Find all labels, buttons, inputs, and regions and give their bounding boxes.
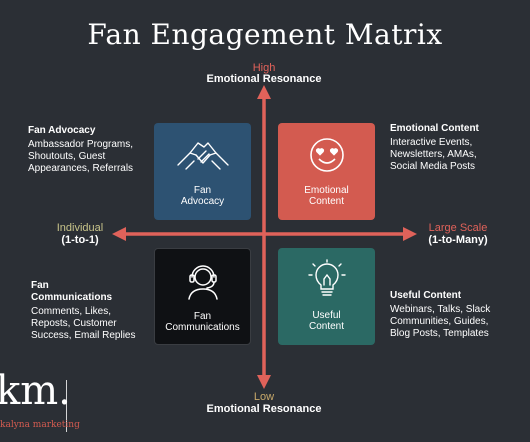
logo-mark: km. <box>0 368 71 414</box>
page-title: Fan Engagement Matrix <box>87 18 443 51</box>
list-item: Communities, Guides, <box>390 316 489 327</box>
fan-advocacy-description: Fan Advocacy Ambassador Programs, Shouto… <box>28 125 158 175</box>
list-item: Interactive Events, <box>390 137 473 148</box>
list-item: Social Media Posts <box>390 161 476 172</box>
emotional-content-box-label: Emotional Content <box>304 185 349 207</box>
axis-top-sublabel: Emotional Resonance <box>206 73 322 85</box>
fan-communications-box-label: Fan Communications <box>165 311 240 333</box>
fan-communications-box: Fan Communications <box>154 248 251 345</box>
axis-right-label: Large Scale <box>428 222 488 234</box>
logo-subtitle: kalyna marketing <box>0 420 80 430</box>
useful-content-heading: Useful Content <box>390 290 462 301</box>
fan-advocacy-heading: Fan Advocacy <box>28 125 96 136</box>
list-item: Newsletters, AMAs, <box>390 149 477 160</box>
axis-bottom-sublabel: Emotional Resonance <box>206 403 322 415</box>
logo-divider <box>66 380 67 432</box>
headset-agent-icon <box>183 259 223 303</box>
list-item: Success, Email Replies <box>31 330 136 341</box>
axis-top-label: High <box>252 62 276 74</box>
fan-advocacy-box: Fan Advocacy <box>154 123 251 220</box>
axis-left-label: Individual <box>56 222 104 234</box>
useful-content-box-label: Useful Content <box>308 310 345 332</box>
axis-right-sublabel: (1-to-Many) <box>428 234 488 246</box>
lightbulb-icon <box>307 258 347 302</box>
list-item: Blog Posts, Templates <box>390 328 489 339</box>
useful-content-description: Useful Content Webinars, Talks, Slack Co… <box>390 290 525 340</box>
fan-communications-heading: Fan Communications <box>31 280 113 303</box>
emotional-content-heading: Emotional Content <box>390 123 479 134</box>
list-item: Shoutouts, Guest <box>28 151 106 162</box>
axis-bottom-label: Low <box>253 391 275 403</box>
axis-left-sublabel: (1-to-1) <box>61 234 99 246</box>
list-item: Comments, Likes, <box>31 306 112 317</box>
list-item: Ambassador Programs, <box>28 139 134 150</box>
brand-logo: km. kalyna marketing <box>0 368 80 442</box>
useful-content-box: Useful Content <box>278 248 375 345</box>
list-item: Reposts, Customer <box>31 318 117 329</box>
emotional-content-box: Emotional Content <box>278 123 375 220</box>
handshake-icon <box>176 133 230 177</box>
fan-advocacy-box-label: Fan Advocacy <box>180 185 225 207</box>
heart-eyes-emoji-icon <box>308 133 346 177</box>
list-item: Webinars, Talks, Slack <box>390 304 491 315</box>
list-item: Appearances, Referrals <box>28 163 134 174</box>
fan-communications-description: Fan Communications Comments, Likes, Repo… <box>31 280 151 342</box>
emotional-content-description: Emotional Content Interactive Events, Ne… <box>390 123 525 173</box>
